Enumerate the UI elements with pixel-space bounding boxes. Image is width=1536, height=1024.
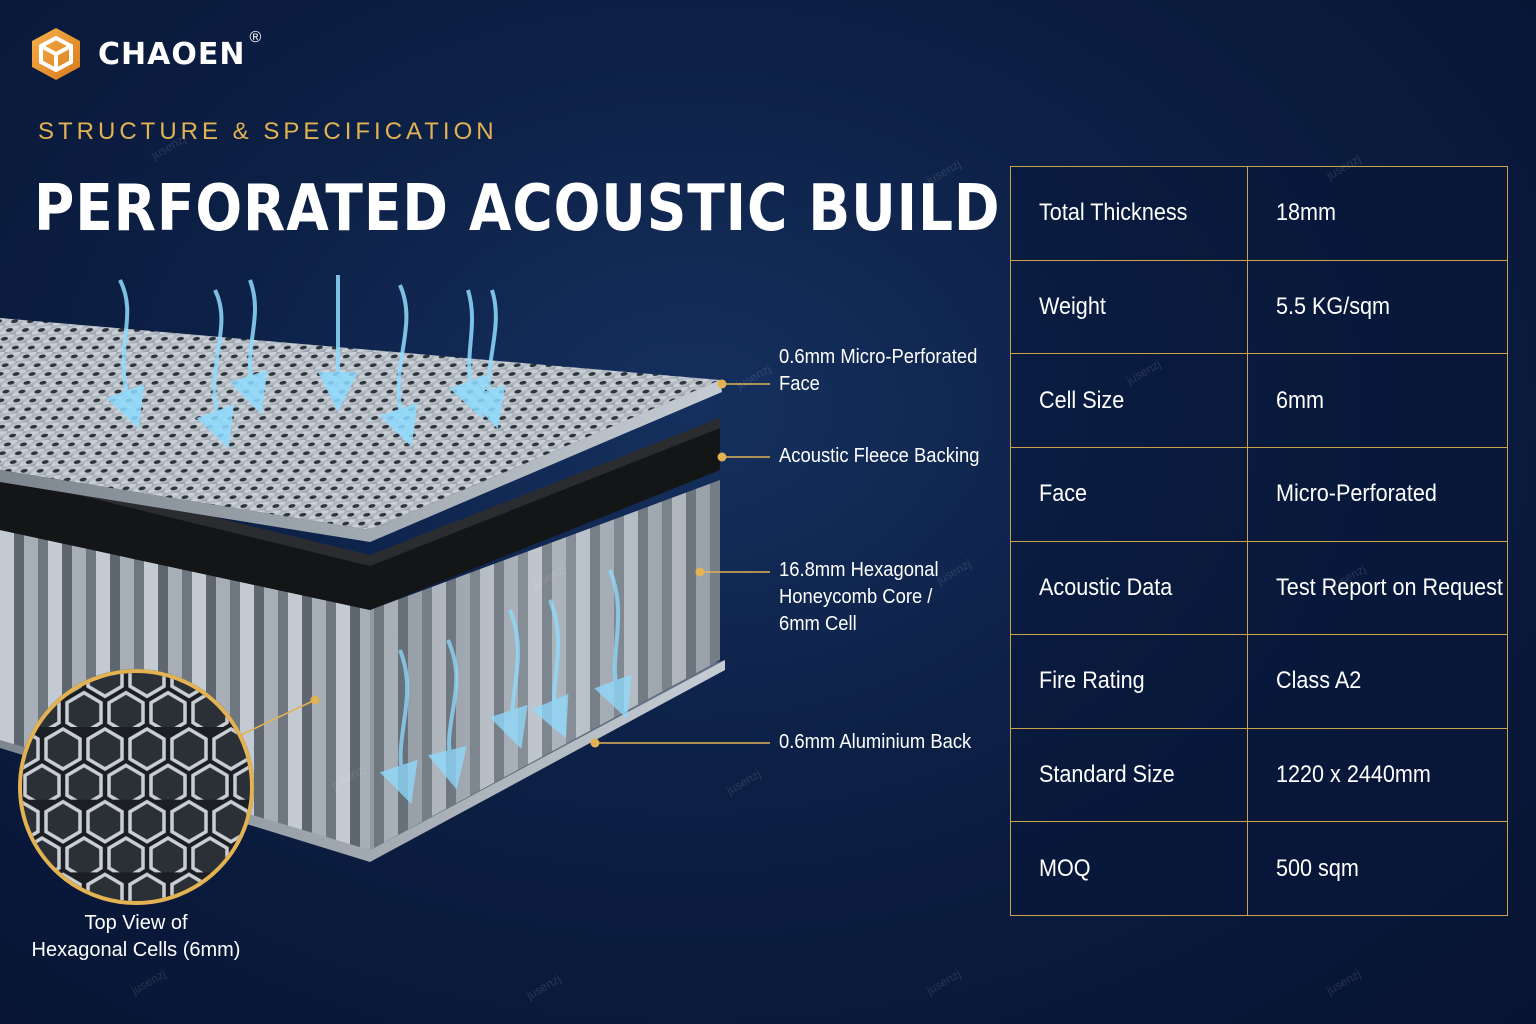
spec-value: 1220 x 2440mm <box>1276 761 1431 789</box>
table-row: Cell Size 6mm <box>1010 353 1508 448</box>
brand-logo: CHAOEN ® <box>28 26 261 82</box>
perforated-face-plate <box>0 318 720 530</box>
honeycomb-zoom-icon <box>18 669 254 905</box>
callout-leaders <box>229 383 770 744</box>
spec-value: Micro-Perforated <box>1276 480 1437 508</box>
spec-value: 5.5 KG/sqm <box>1276 292 1391 320</box>
spec-value: 6mm <box>1276 386 1325 414</box>
table-row: Weight 5.5 KG/sqm <box>1010 259 1508 355</box>
spec-label: Fire Rating <box>1039 667 1145 695</box>
spec-label: Total Thickness <box>1039 199 1188 227</box>
callout-fleece: Acoustic Fleece Backing <box>779 445 980 467</box>
page-title: PERFORATED ACOUSTIC BUILD <box>34 172 1001 246</box>
spec-label: Acoustic Data <box>1039 573 1173 601</box>
acoustic-fleece <box>0 420 720 610</box>
table-row: Standard Size 1220 x 2440mm <box>1010 727 1508 823</box>
watermark: jusenzj <box>1324 966 1364 998</box>
spec-label: Standard Size <box>1039 761 1175 789</box>
sound-wave-arrow-icon <box>106 275 506 449</box>
spec-label: Face <box>1039 480 1088 508</box>
registered-mark: ® <box>249 29 262 46</box>
spec-value: Class A2 <box>1276 667 1362 695</box>
table-row: Face Micro-Perforated <box>1010 446 1508 542</box>
spec-value: 500 sqm <box>1276 854 1359 882</box>
logo-cube-icon <box>32 28 80 80</box>
table-row: Total Thickness 18mm <box>1010 166 1508 261</box>
spec-value: Test Report on Request <box>1276 573 1503 601</box>
spec-label: Weight <box>1039 292 1106 320</box>
callout-back: 0.6mm Aluminium Back <box>779 731 972 753</box>
spec-label: MOQ <box>1039 854 1091 882</box>
brand-name: CHAOEN <box>98 36 246 72</box>
table-row: MOQ 500 sqm <box>1010 821 1508 916</box>
spec-value: 18mm <box>1276 199 1337 227</box>
table-row: Fire Rating Class A2 <box>1010 634 1508 729</box>
table-row: Acoustic Data Test Report on Request <box>1010 540 1508 636</box>
spec-table: Total Thickness 18mm Weight 5.5 KG/sqm Cel… <box>1010 166 1508 916</box>
panel-illustration <box>0 275 770 905</box>
spec-label: Cell Size <box>1039 386 1125 414</box>
leader-dot-icon <box>310 379 727 748</box>
section-kicker: STRUCTURE & SPECIFICATION <box>38 118 498 145</box>
